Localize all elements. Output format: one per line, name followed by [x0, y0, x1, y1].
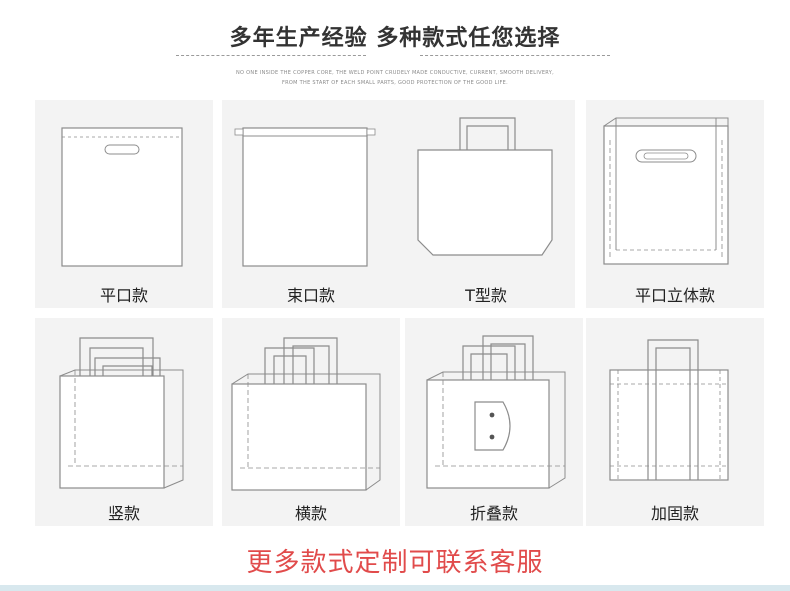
t-shaped-bag-icon: [417, 117, 553, 256]
bag-label: 加固款: [650, 504, 699, 523]
contact-customization-text: 更多款式定制可联系客服: [246, 548, 544, 578]
bag-label: 束口款: [286, 286, 335, 305]
bag-card-horizontal[interactable]: 横款: [222, 318, 400, 526]
bag-card-t-shaped[interactable]: T型款: [397, 100, 575, 308]
bag-card-flat[interactable]: 平口款: [35, 100, 213, 308]
drawstring-bag-icon: [234, 127, 376, 267]
page-title: 多年生产经验 多种款式任您选择: [229, 26, 561, 51]
bag-card-reinforced[interactable]: 加固款: [586, 318, 764, 526]
folding-bag-icon: [426, 335, 566, 489]
bag-card-flat-3d[interactable]: 平口立体款: [586, 100, 764, 308]
bag-card-drawstring[interactable]: 束口款: [222, 100, 400, 308]
bag-label: 平口立体款: [634, 286, 715, 305]
bag-label: 折叠款: [469, 504, 518, 523]
bag-card-folding[interactable]: 折叠款: [405, 318, 583, 526]
title-rule-right: [420, 55, 610, 56]
vertical-bag-icon: [59, 337, 184, 489]
bag-label: 竖款: [107, 504, 140, 523]
bag-label: T型款: [465, 286, 507, 305]
bag-card-vertical[interactable]: 竖款: [35, 318, 213, 526]
footer-bar: [0, 585, 790, 591]
subtitle-line-1: NO ONE INSIDE THE COPPER CORE, THE WELD …: [236, 70, 554, 76]
subtitle-line-2: FROM THE START OF EACH SMALL PARTS, GOOD…: [281, 80, 509, 86]
title-rule-left: [176, 55, 366, 56]
flat-bag-icon: [61, 127, 183, 267]
horizontal-bag-icon: [231, 337, 381, 491]
flat-3d-bag-icon: [603, 117, 729, 265]
bag-label: 横款: [294, 504, 327, 523]
reinforced-bag-icon: [609, 339, 729, 481]
bag-label: 平口款: [99, 286, 148, 305]
